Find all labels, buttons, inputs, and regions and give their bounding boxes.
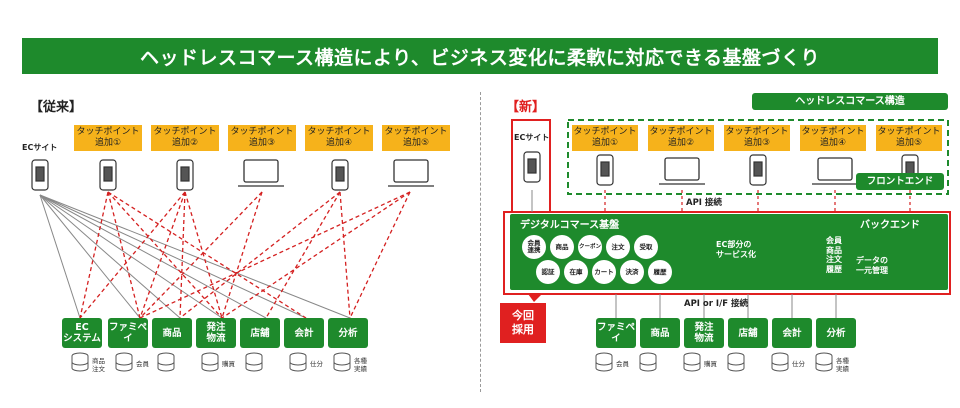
- left-system-famipay: ファミペイ: [108, 318, 148, 348]
- right-laptop-icon-4: [812, 157, 858, 185]
- data-items: 会員 商品 注文 履歴: [826, 236, 842, 274]
- frontend-frame: [567, 119, 949, 195]
- platform-title: デジタルコマース基盤: [520, 220, 620, 231]
- right-touchpoint-5: タッチポイント 追加⑤: [876, 125, 942, 151]
- right-laptop-icon-2: [659, 157, 705, 185]
- db-icon: [289, 352, 307, 372]
- left-ec-phone-icon: [31, 159, 49, 191]
- db-icon: [815, 352, 833, 372]
- db-icon: [157, 352, 175, 372]
- left-section-title: 【従来】: [30, 100, 83, 115]
- right-ec-phone-icon: [523, 151, 541, 183]
- right-touchpoint-2: タッチポイント 追加②: [648, 125, 714, 151]
- db-icon: [333, 352, 351, 372]
- right-touchpoint-4: タッチポイント 追加④: [800, 125, 866, 151]
- right-touchpoint-1: タッチポイント 追加①: [572, 125, 638, 151]
- service-note: EC部分の サービス化: [716, 240, 756, 259]
- left-gray-lines: [39, 194, 351, 319]
- left-system-ec: EC システム: [62, 318, 102, 348]
- left-touchpoint-3: タッチポイント 追加③: [228, 125, 296, 151]
- db-icon: [115, 352, 133, 372]
- left-laptop-icon-5: [388, 159, 434, 187]
- left-phone-icon-1: [99, 159, 117, 191]
- left-db-label-6: 仕分: [310, 360, 323, 368]
- right-phone-icon-1: [596, 154, 614, 186]
- service-auth: 認証: [536, 260, 560, 284]
- right-gray-connectors: [615, 294, 837, 318]
- left-system-store: 店舗: [240, 318, 280, 348]
- db-icon: [201, 352, 219, 372]
- adopted-badge: 今回 採用: [500, 303, 546, 343]
- left-laptop-icon-3: [238, 159, 284, 187]
- frontend-label: フロントエンド: [856, 173, 944, 190]
- headless-label: ヘッドレスコマース構造: [752, 93, 948, 110]
- api-if-label: API or I/F 接続: [684, 299, 748, 309]
- digital-commerce-platform: デジタルコマース基盤 バックエンド 会員 連携 商品 クーポン 注文 受取 認証…: [510, 214, 948, 290]
- left-db-label-7: 各種 実績: [354, 357, 367, 373]
- left-touchpoint-4: タッチポイント 追加④: [305, 125, 373, 151]
- service-cart: カート: [592, 260, 616, 284]
- service-order: 注文: [606, 235, 630, 259]
- right-system-accounting: 会計: [772, 318, 812, 348]
- left-ec-site-label: ECサイト: [22, 143, 58, 152]
- data-note: データの 一元管理: [856, 256, 888, 275]
- left-system-order: 発注 物流: [196, 318, 236, 348]
- right-db-label-1: 会員: [616, 360, 629, 368]
- platform-frame: [503, 211, 951, 295]
- right-db-label-6: 各種 実績: [836, 357, 849, 373]
- service-stock: 在庫: [564, 260, 588, 284]
- left-touchpoint-1: タッチポイント 追加①: [74, 125, 142, 151]
- right-red-connectors: [604, 190, 911, 212]
- service-payment: 決済: [620, 260, 644, 284]
- right-db-label-3: 購買: [704, 360, 717, 368]
- service-product: 商品: [550, 235, 574, 259]
- left-red-lines: [79, 191, 411, 319]
- right-db-label-5: 仕分: [792, 360, 805, 368]
- left-db-label-1: 商品 注文: [92, 357, 105, 373]
- adopted-pointer: [528, 294, 542, 302]
- left-touchpoint-5: タッチポイント 追加⑤: [382, 125, 450, 151]
- right-ec-site-label: ECサイト: [514, 133, 550, 142]
- right-section-title: 【新】: [506, 100, 546, 115]
- backend-label: バックエンド: [860, 220, 920, 231]
- db-icon: [727, 352, 745, 372]
- left-system-accounting: 会計: [284, 318, 324, 348]
- right-system-analysis: 分析: [816, 318, 856, 348]
- left-db-label-2: 会員: [136, 360, 149, 368]
- section-divider: [480, 92, 482, 392]
- db-icon: [683, 352, 701, 372]
- api-connect-label: API 接続: [686, 198, 722, 208]
- service-coupon: クーポン: [578, 235, 602, 259]
- page-banner: ヘッドレスコマース構造により、ビジネス変化に柔軟に対応できる基盤づくり: [22, 38, 938, 74]
- left-system-product: 商品: [152, 318, 192, 348]
- right-system-product: 商品: [640, 318, 680, 348]
- left-db-icons: [71, 352, 351, 372]
- service-member: 会員 連携: [522, 235, 546, 259]
- left-phone-icon-2: [176, 159, 194, 191]
- left-connections: [31, 159, 434, 372]
- right-system-order: 発注 物流: [684, 318, 724, 348]
- right-system-famipay: ファミペイ: [596, 318, 636, 348]
- db-icon: [639, 352, 657, 372]
- service-pickup: 受取: [634, 235, 658, 259]
- left-system-analysis: 分析: [328, 318, 368, 348]
- db-icon: [245, 352, 263, 372]
- db-icon: [771, 352, 789, 372]
- service-history: 履歴: [648, 260, 672, 284]
- db-icon: [71, 352, 89, 372]
- right-connections: [503, 119, 951, 372]
- left-phone-icon-4: [331, 159, 349, 191]
- right-system-store: 店舗: [728, 318, 768, 348]
- right-phone-icon-3: [749, 154, 767, 186]
- right-db-icons: [595, 352, 833, 372]
- db-icon: [595, 352, 613, 372]
- right-touchpoint-3: タッチポイント 追加③: [724, 125, 790, 151]
- banner-title: ヘッドレスコマース構造により、ビジネス変化に柔軟に対応できる基盤づくり: [139, 46, 821, 69]
- left-touchpoint-2: タッチポイント 追加②: [151, 125, 219, 151]
- left-db-label-4: 購買: [222, 360, 235, 368]
